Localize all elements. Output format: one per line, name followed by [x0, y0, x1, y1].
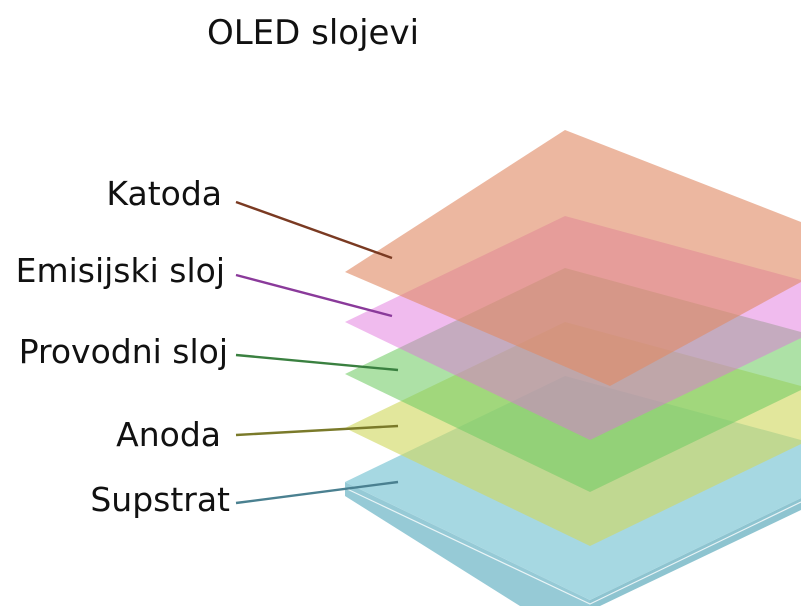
- cathode-plate: [345, 130, 801, 386]
- conductive-layer-leader-line: [235, 353, 399, 372]
- conductive-layer-label: Provodni sloj: [19, 332, 228, 371]
- anode-label: Anoda: [116, 415, 221, 454]
- substrate-leader-line: [235, 480, 399, 505]
- cathode-label: Katoda: [106, 174, 222, 213]
- substrate-label: Supstrat: [90, 480, 230, 519]
- diagram-title: OLED slojevi: [207, 13, 419, 53]
- anode-leader-line: [235, 424, 399, 437]
- emissive-layer-label: Emisijski sloj: [16, 251, 225, 290]
- emissive-layer-leader-line: [235, 273, 393, 318]
- cathode-leader-line: [235, 200, 393, 260]
- substrate-edge-highlight: [344, 487, 801, 605]
